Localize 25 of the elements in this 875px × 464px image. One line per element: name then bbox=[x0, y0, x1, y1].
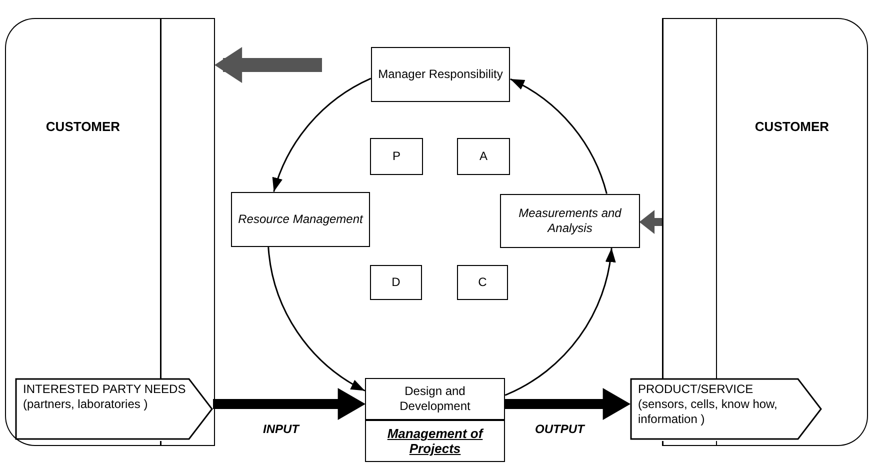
cycle-letter-box: C bbox=[457, 265, 508, 300]
edge-label: OUTPUT bbox=[533, 422, 586, 436]
box-heading: PRODUCT/SERVICE bbox=[638, 382, 754, 397]
cycle-arrow bbox=[273, 78, 372, 192]
cycle-letter-box: A bbox=[457, 138, 510, 175]
block-arrow bbox=[213, 388, 366, 420]
process-box: Measurements and Analysis bbox=[500, 194, 640, 248]
cycle-letter-box: D bbox=[370, 265, 422, 300]
cycle-arrow bbox=[510, 78, 608, 194]
process-box: Design and Development bbox=[365, 378, 505, 420]
box-note: (partners, laboratories ) bbox=[23, 397, 149, 412]
pentagon-box bbox=[630, 378, 822, 440]
cycle-arrow bbox=[504, 248, 616, 396]
process-box: Manager Responsibility bbox=[371, 47, 510, 102]
cycle-arrow bbox=[268, 247, 366, 392]
box-note: (sensors, cells, know how, information ) bbox=[638, 397, 778, 427]
pentagon-box bbox=[15, 378, 213, 440]
block-arrow bbox=[214, 47, 322, 83]
cycle-letter-box: P bbox=[370, 138, 423, 175]
block-arrow bbox=[505, 388, 631, 420]
process-box: Management of Projects bbox=[365, 420, 505, 462]
edge-label: INPUT bbox=[261, 422, 301, 436]
block-arrow bbox=[639, 210, 662, 234]
box-heading: INTERESTED PARTY NEEDS bbox=[23, 382, 187, 397]
process-box: Resource Management bbox=[231, 192, 370, 247]
